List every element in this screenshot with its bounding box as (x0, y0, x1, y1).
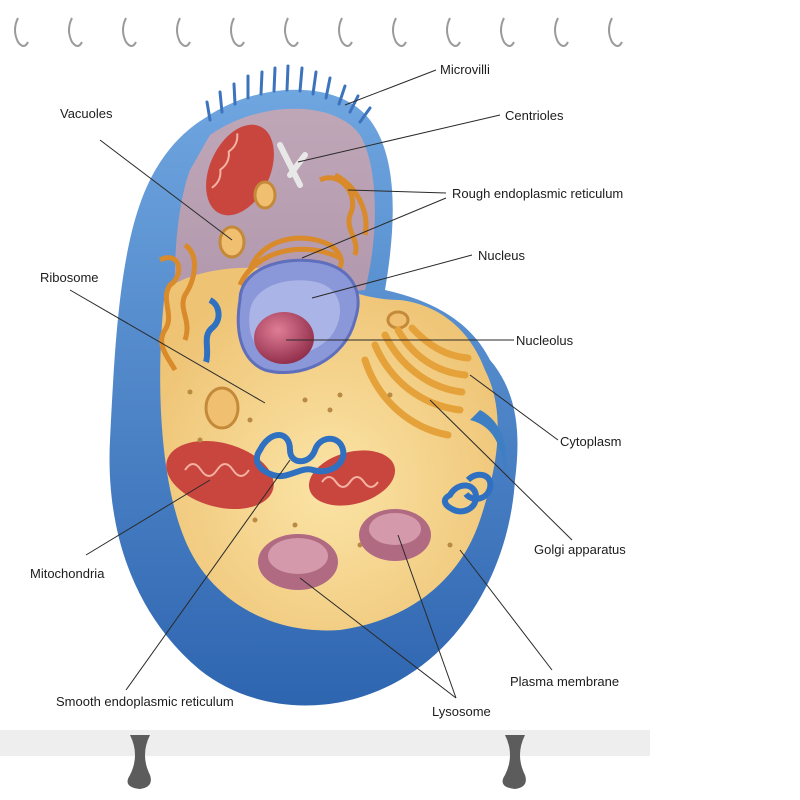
nucleolus-shape (254, 312, 314, 364)
nucleus-shapes (236, 258, 360, 375)
label-lysosome: Lysosome (432, 704, 491, 719)
smooth-er-shapes (203, 297, 494, 515)
label-mitochondria: Mitochondria (30, 566, 105, 581)
rough-er-shapes (158, 172, 369, 372)
label-vacuoles: Vacuoles (60, 106, 113, 121)
cell (109, 89, 518, 706)
golgi-shapes (361, 324, 472, 439)
label-nucleolus: Nucleolus (516, 333, 574, 348)
label-rough-er: Rough endoplasmic reticulum (452, 186, 623, 201)
label-microvilli: Microvilli (440, 62, 490, 77)
curtain-base (0, 730, 650, 789)
label-golgi: Golgi apparatus (534, 542, 626, 557)
curtain-hooks (14, 17, 623, 47)
label-centrioles: Centrioles (505, 108, 564, 123)
labels: Microvilli Vacuoles Centrioles Rough end… (30, 62, 626, 719)
label-smooth-er: Smooth endoplasmic reticulum (56, 694, 234, 709)
centrioles-shapes (277, 142, 308, 188)
label-plasma-membrane: Plasma membrane (510, 674, 619, 689)
label-nucleus: Nucleus (478, 248, 525, 263)
label-cytoplasm: Cytoplasm (560, 434, 621, 449)
leader-lines (69, 69, 573, 699)
label-ribosome: Ribosome (40, 270, 99, 285)
lysosome-shapes (258, 509, 431, 590)
microvilli-shapes (205, 64, 372, 124)
vacuoles-shapes (204, 180, 410, 430)
